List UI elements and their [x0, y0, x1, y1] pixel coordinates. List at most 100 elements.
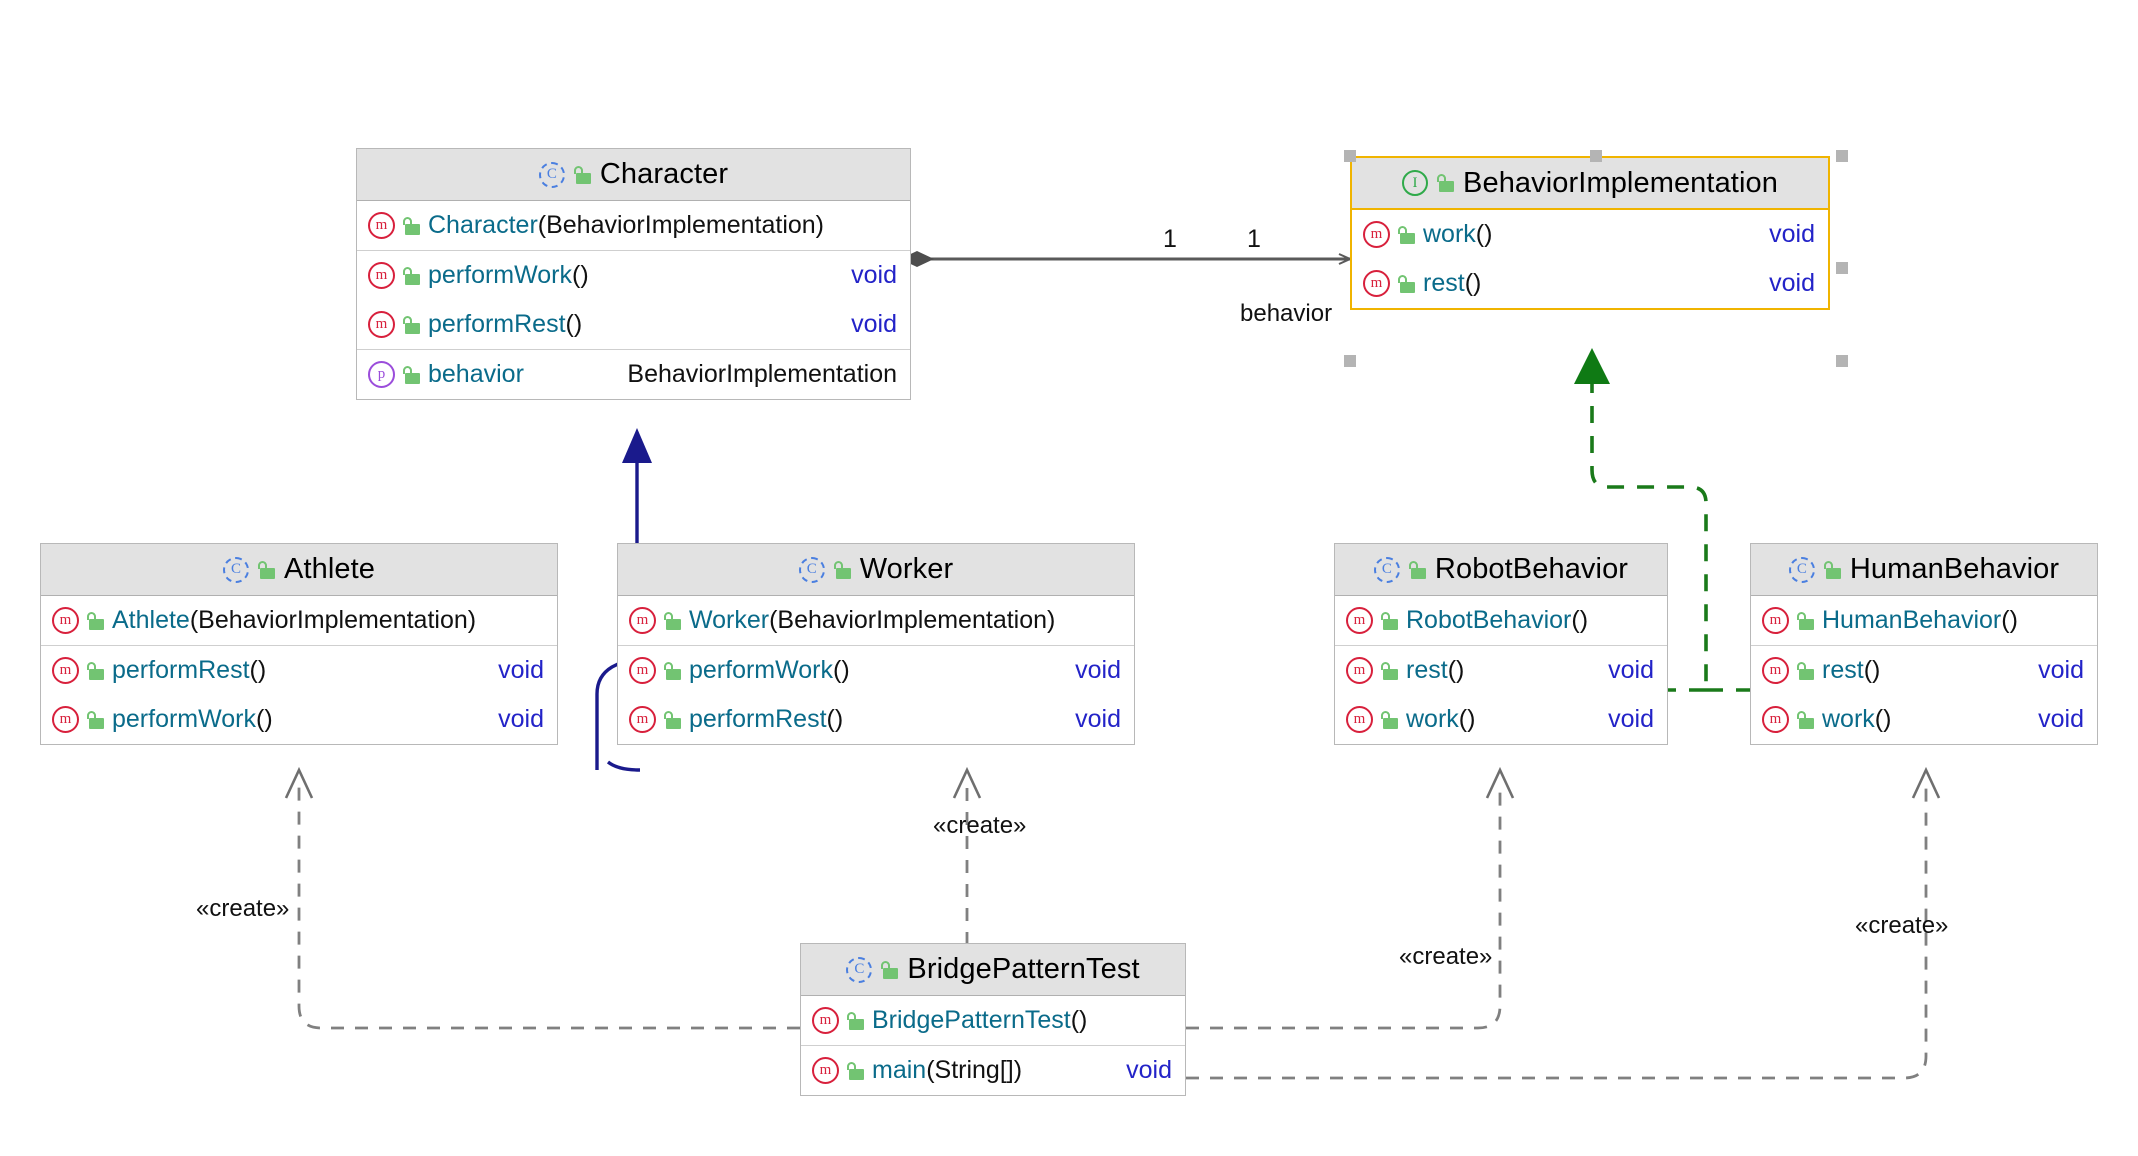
class-name-humanbehavior: HumanBehavior [1849, 553, 2060, 585]
create-label-athlete: «create» [196, 895, 290, 922]
member-row[interactable]: m Character(BehaviorImplementation) [357, 201, 910, 250]
class-box-robotbehavior[interactable]: C RobotBehavior m RobotBehavior() m rest… [1334, 543, 1668, 745]
class-header-humanbehavior: C HumanBehavior [1751, 544, 2097, 596]
member-row[interactable]: m performRest() void [41, 646, 557, 695]
member-row[interactable]: m work() void [1335, 695, 1667, 744]
member-row[interactable]: p behavior BehaviorImplementation [357, 350, 910, 399]
member-row[interactable]: m performRest() void [618, 695, 1134, 744]
section-constructors: m Character(BehaviorImplementation) [357, 201, 910, 251]
unlocked-padlock-icon [403, 266, 420, 285]
member-name: Athlete [112, 606, 190, 634]
selection-handle-nw[interactable] [1344, 150, 1356, 162]
class-icon: C [538, 161, 565, 188]
selection-handle-sw[interactable] [1344, 355, 1356, 367]
class-box-athlete[interactable]: C Athlete m Athlete(BehaviorImplementati… [40, 543, 558, 745]
dependency-arrowhead-worker [952, 766, 982, 799]
member-row[interactable]: m RobotBehavior() [1335, 596, 1667, 645]
class-box-behaviorimplementation[interactable]: I BehaviorImplementation m work() void m… [1350, 156, 1830, 310]
class-box-humanbehavior[interactable]: C HumanBehavior m HumanBehavior() m rest… [1750, 543, 2098, 745]
method-icon: m [52, 657, 79, 684]
member-row[interactable]: m Athlete(BehaviorImplementation) [41, 596, 557, 645]
selection-handle-n[interactable] [1590, 150, 1602, 162]
member-name: rest [1822, 656, 1864, 684]
unlocked-padlock-icon [1381, 710, 1398, 729]
create-label-human: «create» [1855, 912, 1949, 939]
dependency-arrowhead-robot [1485, 766, 1515, 799]
selection-handle-e[interactable] [1836, 262, 1848, 274]
method-icon: m [1346, 657, 1373, 684]
unlocked-padlock-icon [1398, 274, 1415, 293]
unlocked-padlock-icon [403, 315, 420, 334]
unlocked-padlock-icon [1398, 225, 1415, 244]
section-constructors: m Athlete(BehaviorImplementation) [41, 596, 557, 646]
member-row[interactable]: m rest() void [1335, 646, 1667, 695]
create-label-robot: «create» [1399, 943, 1493, 970]
class-box-worker[interactable]: C Worker m Worker(BehaviorImplementation… [617, 543, 1135, 745]
member-args: () [1863, 656, 1881, 684]
method-icon: m [1762, 607, 1789, 634]
member-args: (BehaviorImplementation) [189, 606, 477, 634]
member-row[interactable]: m rest() void [1352, 259, 1828, 308]
member-name: performWork [428, 261, 573, 289]
attribute-type: BehaviorImplementation [627, 360, 897, 388]
member-row[interactable]: m Worker(BehaviorImplementation) [618, 596, 1134, 645]
member-args: () [1458, 705, 1476, 733]
class-icon: C [1373, 556, 1400, 583]
method-icon: m [52, 706, 79, 733]
member-args: (BehaviorImplementation) [537, 211, 825, 239]
member-row[interactable]: m BridgePatternTest() [801, 996, 1185, 1045]
member-args: (BehaviorImplementation) [769, 606, 1056, 634]
method-icon: m [1363, 270, 1390, 297]
member-name: rest [1423, 269, 1465, 297]
unlocked-padlock-icon [664, 710, 681, 729]
selection-handle-se[interactable] [1836, 355, 1848, 367]
class-header-athlete: C Athlete [41, 544, 557, 596]
class-box-character[interactable]: C Character m Character(BehaviorImplemen… [356, 148, 911, 400]
member-name: Character [428, 211, 538, 239]
section-methods: m performWork() void m performRest() voi… [357, 251, 910, 350]
member-row[interactable]: m main(String[]) void [801, 1046, 1185, 1095]
method-icon: m [629, 706, 656, 733]
member-row[interactable]: m performRest() void [357, 300, 910, 349]
attribute-name: behavior [428, 360, 524, 388]
class-box-bridgepatterntest[interactable]: C BridgePatternTest m BridgePatternTest(… [800, 943, 1186, 1096]
section-methods: m performWork() void m performRest() voi… [618, 646, 1134, 744]
member-type: void [1769, 269, 1815, 297]
class-name-athlete: Athlete [284, 553, 375, 585]
class-icon: C [223, 556, 249, 583]
member-name: BridgePatternTest [872, 1006, 1071, 1034]
edge-dependency-create-human [1186, 786, 1928, 1080]
member-name: HumanBehavior [1822, 606, 2002, 634]
method-icon: m [1363, 221, 1390, 248]
unlocked-padlock-icon [573, 165, 591, 184]
method-icon: m [368, 262, 395, 289]
member-type: void [851, 310, 897, 338]
member-row[interactable]: m rest() void [1751, 646, 2097, 695]
unlocked-padlock-icon [1381, 611, 1398, 630]
selection-handle-ne[interactable] [1836, 150, 1848, 162]
class-name-bridgepatterntest: BridgePatternTest [907, 953, 1140, 985]
method-icon: m [52, 607, 79, 634]
method-icon: m [629, 607, 656, 634]
member-row[interactable]: m performWork() void [41, 695, 557, 744]
member-row[interactable]: m performWork() void [618, 646, 1134, 695]
unlocked-padlock-icon [1437, 174, 1455, 192]
member-row[interactable]: m performWork() void [357, 251, 910, 300]
member-args: () [256, 705, 273, 733]
class-icon: C [846, 956, 873, 983]
interface-icon: I [1402, 170, 1429, 196]
unlocked-padlock-icon [1797, 661, 1814, 680]
section-constructors: m Worker(BehaviorImplementation) [618, 596, 1134, 646]
member-row[interactable]: m work() void [1352, 210, 1828, 259]
member-row[interactable]: m HumanBehavior() [1751, 596, 2097, 645]
member-type: void [851, 261, 897, 289]
member-row[interactable]: m work() void [1751, 695, 2097, 744]
member-type: void [498, 705, 544, 733]
member-name: main [872, 1056, 927, 1084]
edge-association-character-behaviorimplementation [900, 251, 1350, 267]
section-methods: m performRest() void m performWork() voi… [41, 646, 557, 744]
unlocked-padlock-icon [1381, 661, 1398, 680]
unlocked-padlock-icon [664, 661, 681, 680]
member-name: work [1423, 220, 1476, 248]
